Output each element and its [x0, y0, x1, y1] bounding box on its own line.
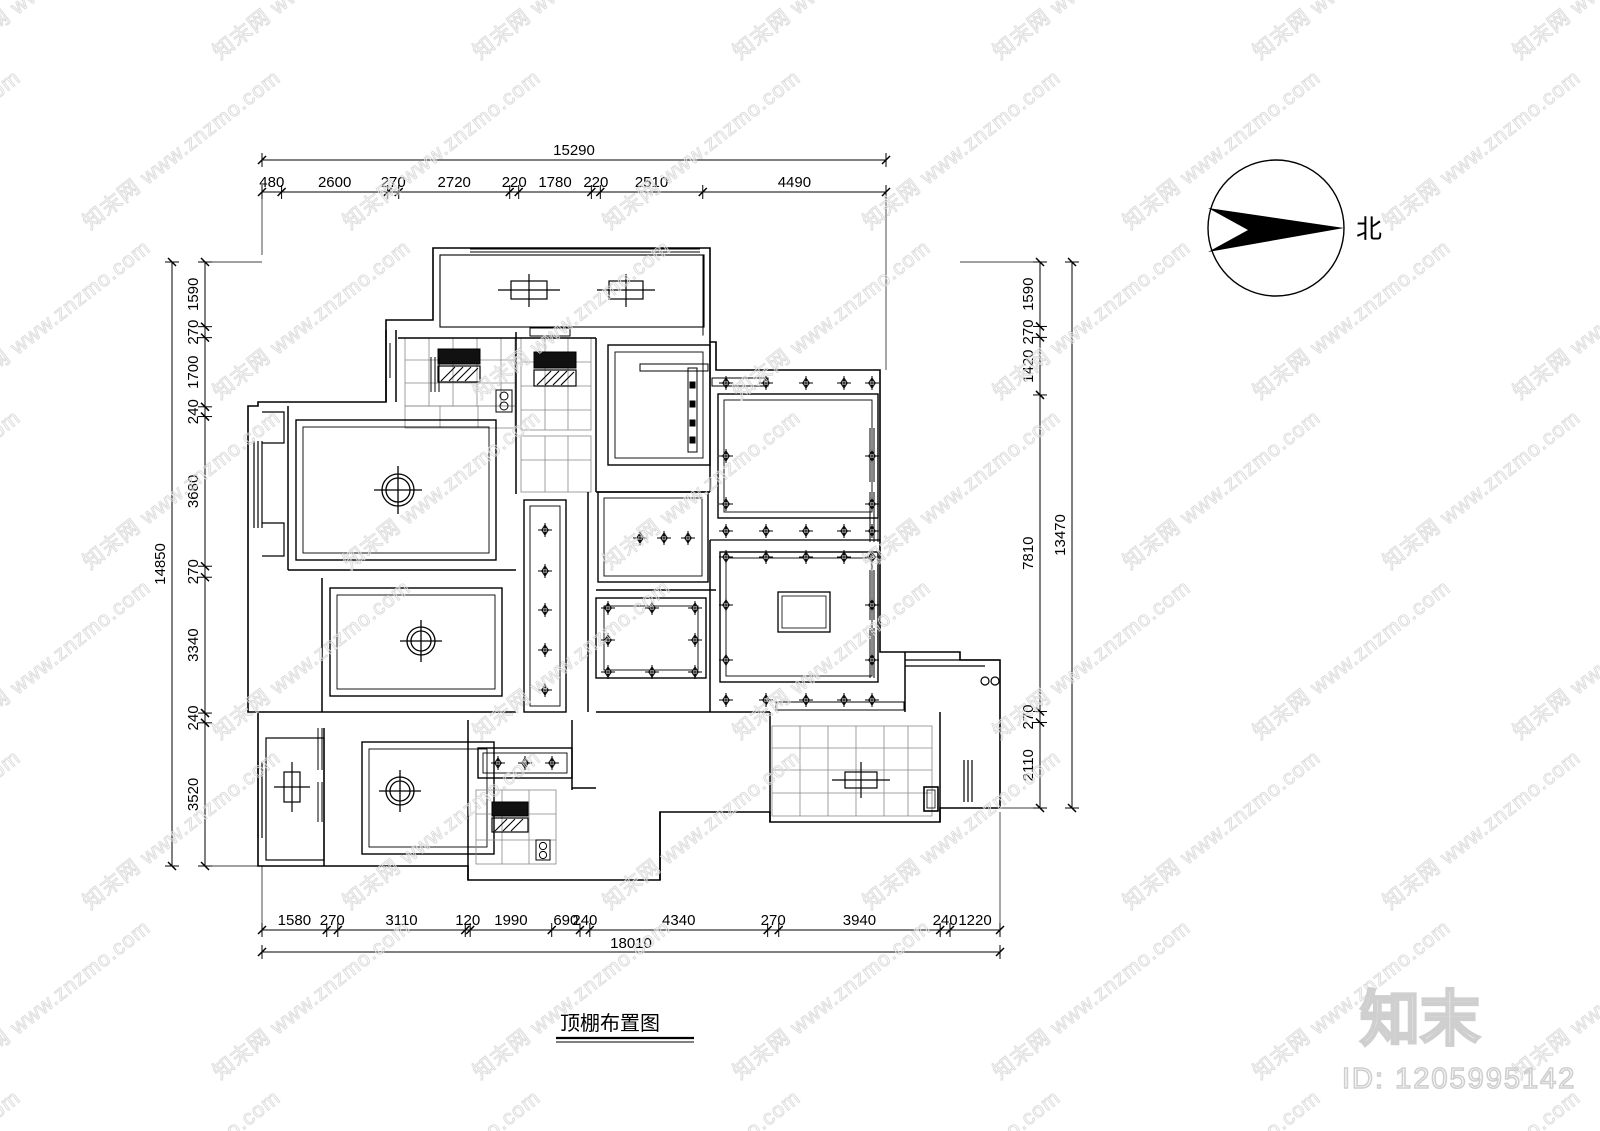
dimension-label: 1700 [185, 356, 202, 389]
dimension-label: 2600 [318, 174, 351, 191]
guest-bathroom-exhaust-heater [533, 351, 577, 387]
dimension-label: 1990 [494, 912, 527, 929]
dimension-label: 240 [572, 912, 597, 929]
dimension-label: 3110 [385, 912, 417, 929]
south-balcony-ceiling [771, 725, 933, 817]
bay-window-alcove [253, 411, 285, 557]
ceiling-pendant-light [400, 620, 442, 662]
dimension-label: 1420 [1020, 349, 1037, 382]
dimension-label: 1780 [538, 174, 571, 191]
site-logo: 知末 [1360, 985, 1480, 1055]
utility-room [257, 737, 325, 861]
dimension-label: 7810 [1020, 537, 1037, 570]
dimension-label: 2510 [635, 174, 668, 191]
kitchen-fan-outlet [535, 839, 551, 861]
dimension-label: 240 [933, 912, 958, 929]
corridor-ceiling [523, 499, 567, 713]
dimension-label: 270 [1020, 319, 1037, 344]
dimension-label: 690 [553, 912, 578, 929]
surface-ceiling-light [832, 762, 890, 798]
dimension-label: 480 [259, 174, 284, 191]
dimension-label: 3340 [185, 628, 202, 661]
bedroom-two-ceiling [329, 587, 503, 697]
dimension-label: 120 [455, 912, 480, 929]
dimension-label: 270 [1020, 704, 1037, 729]
dimension-label: 2720 [438, 174, 471, 191]
dimension-label: 4490 [778, 174, 811, 191]
master-bedroom-ceiling [295, 419, 497, 561]
kitchen-exhaust-heater [491, 801, 529, 833]
dimension-label: 4340 [662, 912, 695, 929]
north-arrow-icon [1207, 159, 1345, 297]
dimension-label: 240 [185, 399, 202, 424]
dimension-label: 2110 [1020, 749, 1037, 781]
surface-ceiling-light [498, 274, 655, 307]
surface-ceiling-light [274, 762, 310, 812]
dimension-label: 270 [381, 174, 406, 191]
dimension-label: 240 [185, 705, 202, 730]
north-label: 北 [1356, 215, 1382, 245]
page-title: 顶棚布置图 [560, 1011, 660, 1035]
dimension-label: 14850 [152, 543, 169, 585]
dimension-label: 3940 [843, 912, 876, 929]
service-area [905, 659, 1000, 802]
dimension-label: 1590 [1020, 278, 1037, 311]
bedroom-three-ceiling [361, 741, 495, 855]
linear-track-light [687, 367, 698, 453]
dimension-label: 220 [502, 174, 527, 191]
dimension-label: 220 [583, 174, 608, 191]
ceiling-pendant-light [374, 466, 422, 514]
bathroom-fan-outlet [495, 389, 513, 413]
balcony-drain [923, 786, 939, 812]
bathroom-exhaust-heater [437, 348, 481, 383]
dimension-label: 3680 [185, 475, 202, 508]
dimension-label: 3520 [185, 778, 202, 811]
dimension-label: 1580 [278, 912, 311, 929]
ceiling-pendant-light [379, 770, 421, 812]
dimension-label: 1590 [185, 278, 202, 311]
dimension-label: 270 [761, 912, 786, 929]
dimension-label: 15290 [553, 142, 595, 159]
dimension-label: 270 [185, 559, 202, 584]
dimension-label: 270 [320, 912, 345, 929]
dimension-label: 270 [185, 320, 202, 345]
dimension-label: 1220 [958, 912, 991, 929]
dimension-label: 18010 [610, 935, 652, 952]
dimension-label: 13470 [1052, 514, 1069, 556]
drawing-id: ID: 1205995142 [1342, 1063, 1576, 1095]
